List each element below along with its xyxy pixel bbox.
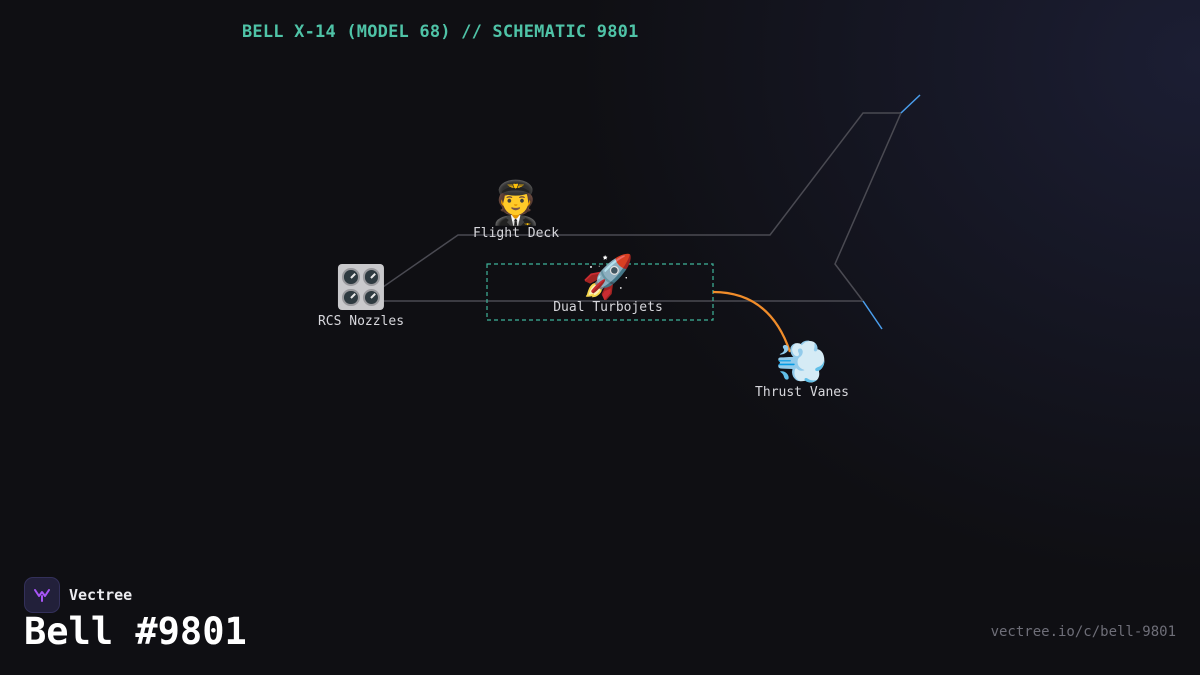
- dual-turbojets-label: Dual Turbojets: [553, 300, 663, 315]
- tail-tip-accent-bottom: [862, 300, 883, 330]
- control-knobs-icon: [338, 264, 384, 310]
- knob: [342, 268, 360, 286]
- vectree-logo-icon: [24, 577, 60, 613]
- turbojets-to-vanes-connector: [712, 290, 792, 353]
- fuselage-top-line: [369, 112, 901, 297]
- pilot-icon: 🧑‍✈️: [489, 178, 543, 227]
- tail-fin-line: [834, 112, 902, 302]
- rcs-nozzles-label: RCS Nozzles: [317, 314, 405, 329]
- flight-deck-node[interactable]: 🧑‍✈️ Flight Deck: [472, 178, 560, 242]
- share-url[interactable]: vectree.io/c/bell-9801: [990, 624, 1176, 640]
- schematic-title: BELL X-14 (MODEL 68) // SCHEMATIC 9801: [242, 22, 639, 42]
- rocket-icon: 🚀: [581, 252, 635, 301]
- tail-tip-accent-top: [900, 94, 921, 114]
- rcs-nozzles-node[interactable]: RCS Nozzles: [318, 264, 404, 329]
- brand-name: Vectree: [69, 586, 133, 604]
- flight-deck-label: Flight Deck: [472, 226, 560, 241]
- dash-puff-icon: 💨: [775, 337, 829, 386]
- thrust-vanes-node[interactable]: 💨 Thrust Vanes: [755, 337, 849, 401]
- brand[interactable]: Vectree: [24, 577, 132, 613]
- knob: [362, 268, 380, 286]
- dual-turbojets-node[interactable]: 🚀 Dual Turbojets: [553, 252, 663, 316]
- page-title: Bell #9801: [24, 610, 247, 653]
- knob: [342, 288, 360, 306]
- aircraft-outline: [369, 112, 902, 302]
- thrust-vanes-label: Thrust Vanes: [755, 385, 849, 400]
- knob: [362, 288, 380, 306]
